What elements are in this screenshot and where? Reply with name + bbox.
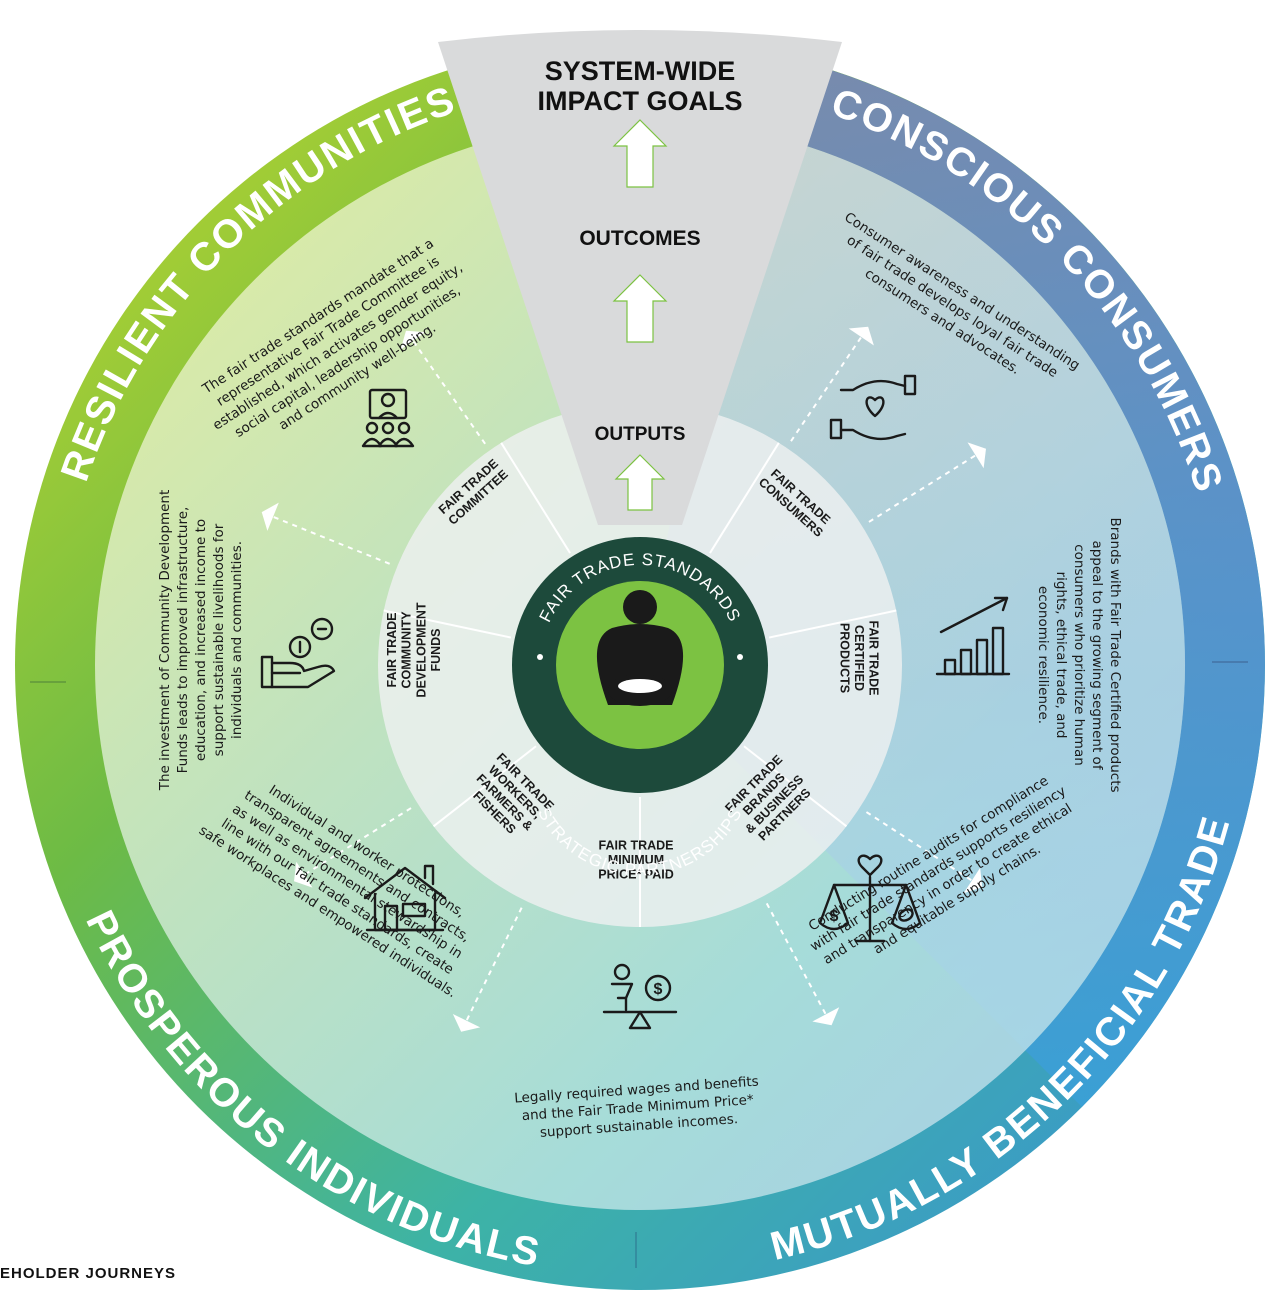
hands-heart-icon (829, 374, 917, 441)
arrow-up-icon (612, 119, 668, 188)
output-dividers (383, 442, 897, 927)
arrowhead (452, 1013, 481, 1032)
output-divider (709, 442, 780, 554)
video-meeting-icon (361, 388, 415, 448)
output-divider (743, 745, 848, 828)
person-money-balance-icon: $ (602, 963, 678, 1030)
outcome-text-price: Legally required wages and benefitsand t… (514, 1074, 762, 1143)
stakeholder-journeys-label: EHOLDER JOURNEYS (0, 1265, 177, 1282)
arrowhead (400, 330, 426, 350)
dashed-arrow (868, 453, 979, 523)
dashed-connectors (261, 326, 987, 1032)
arrowhead (848, 326, 874, 346)
funnel-goals-line2: IMPACT GOALS (538, 86, 743, 116)
outcome-disc-right (640, 131, 1186, 1051)
funnel-outcomes-label: OUTCOMES (579, 227, 700, 250)
dashed-arrow (464, 907, 523, 1024)
dashed-arrow (270, 514, 391, 565)
dashed-arrow (765, 902, 828, 1017)
arrowhead (967, 442, 987, 469)
dashed-arrow (790, 334, 864, 442)
svg-text:$: $ (654, 981, 663, 998)
output-label-workers: FAIR TRADEWORKERS,FARMERS &FISHERS (463, 750, 557, 844)
arrow-up-icon (614, 454, 666, 511)
hand-coins-icon (260, 617, 336, 689)
funnel-goals-line1: SYSTEM-WIDE (545, 56, 736, 86)
output-divider (500, 442, 571, 554)
balance-scale-icon: $ (818, 854, 922, 943)
svg-text:$: $ (830, 908, 839, 925)
center-badge-dot-right (737, 654, 743, 660)
output-label-funds: FAIR TRADECOMMUNITYDEVELOPMENTFUNDS (385, 602, 443, 698)
dashed-arrow (865, 811, 975, 883)
output-divider (768, 609, 897, 639)
outcome-text-products: Brands with Fair Trade Certified product… (1035, 517, 1123, 792)
arrow-up-icon (612, 274, 668, 343)
arrowhead (812, 1007, 840, 1026)
output-divider (432, 745, 537, 828)
dashed-arrow (301, 807, 412, 877)
arrowhead (293, 861, 313, 888)
output-label-products: FAIR TRADECERTIFIEDPRODUCTS (838, 621, 881, 696)
dashed-arrow (410, 338, 486, 445)
house-icon (363, 864, 447, 932)
fair-trade-figure-icon (596, 590, 684, 706)
growth-chart-icon (935, 596, 1011, 676)
arrowhead (963, 867, 983, 894)
funnel-outputs-label: OUTPUTS (595, 424, 686, 445)
center-badge-dot-left (537, 654, 543, 660)
arrowhead (261, 502, 279, 531)
output-divider (383, 609, 512, 639)
